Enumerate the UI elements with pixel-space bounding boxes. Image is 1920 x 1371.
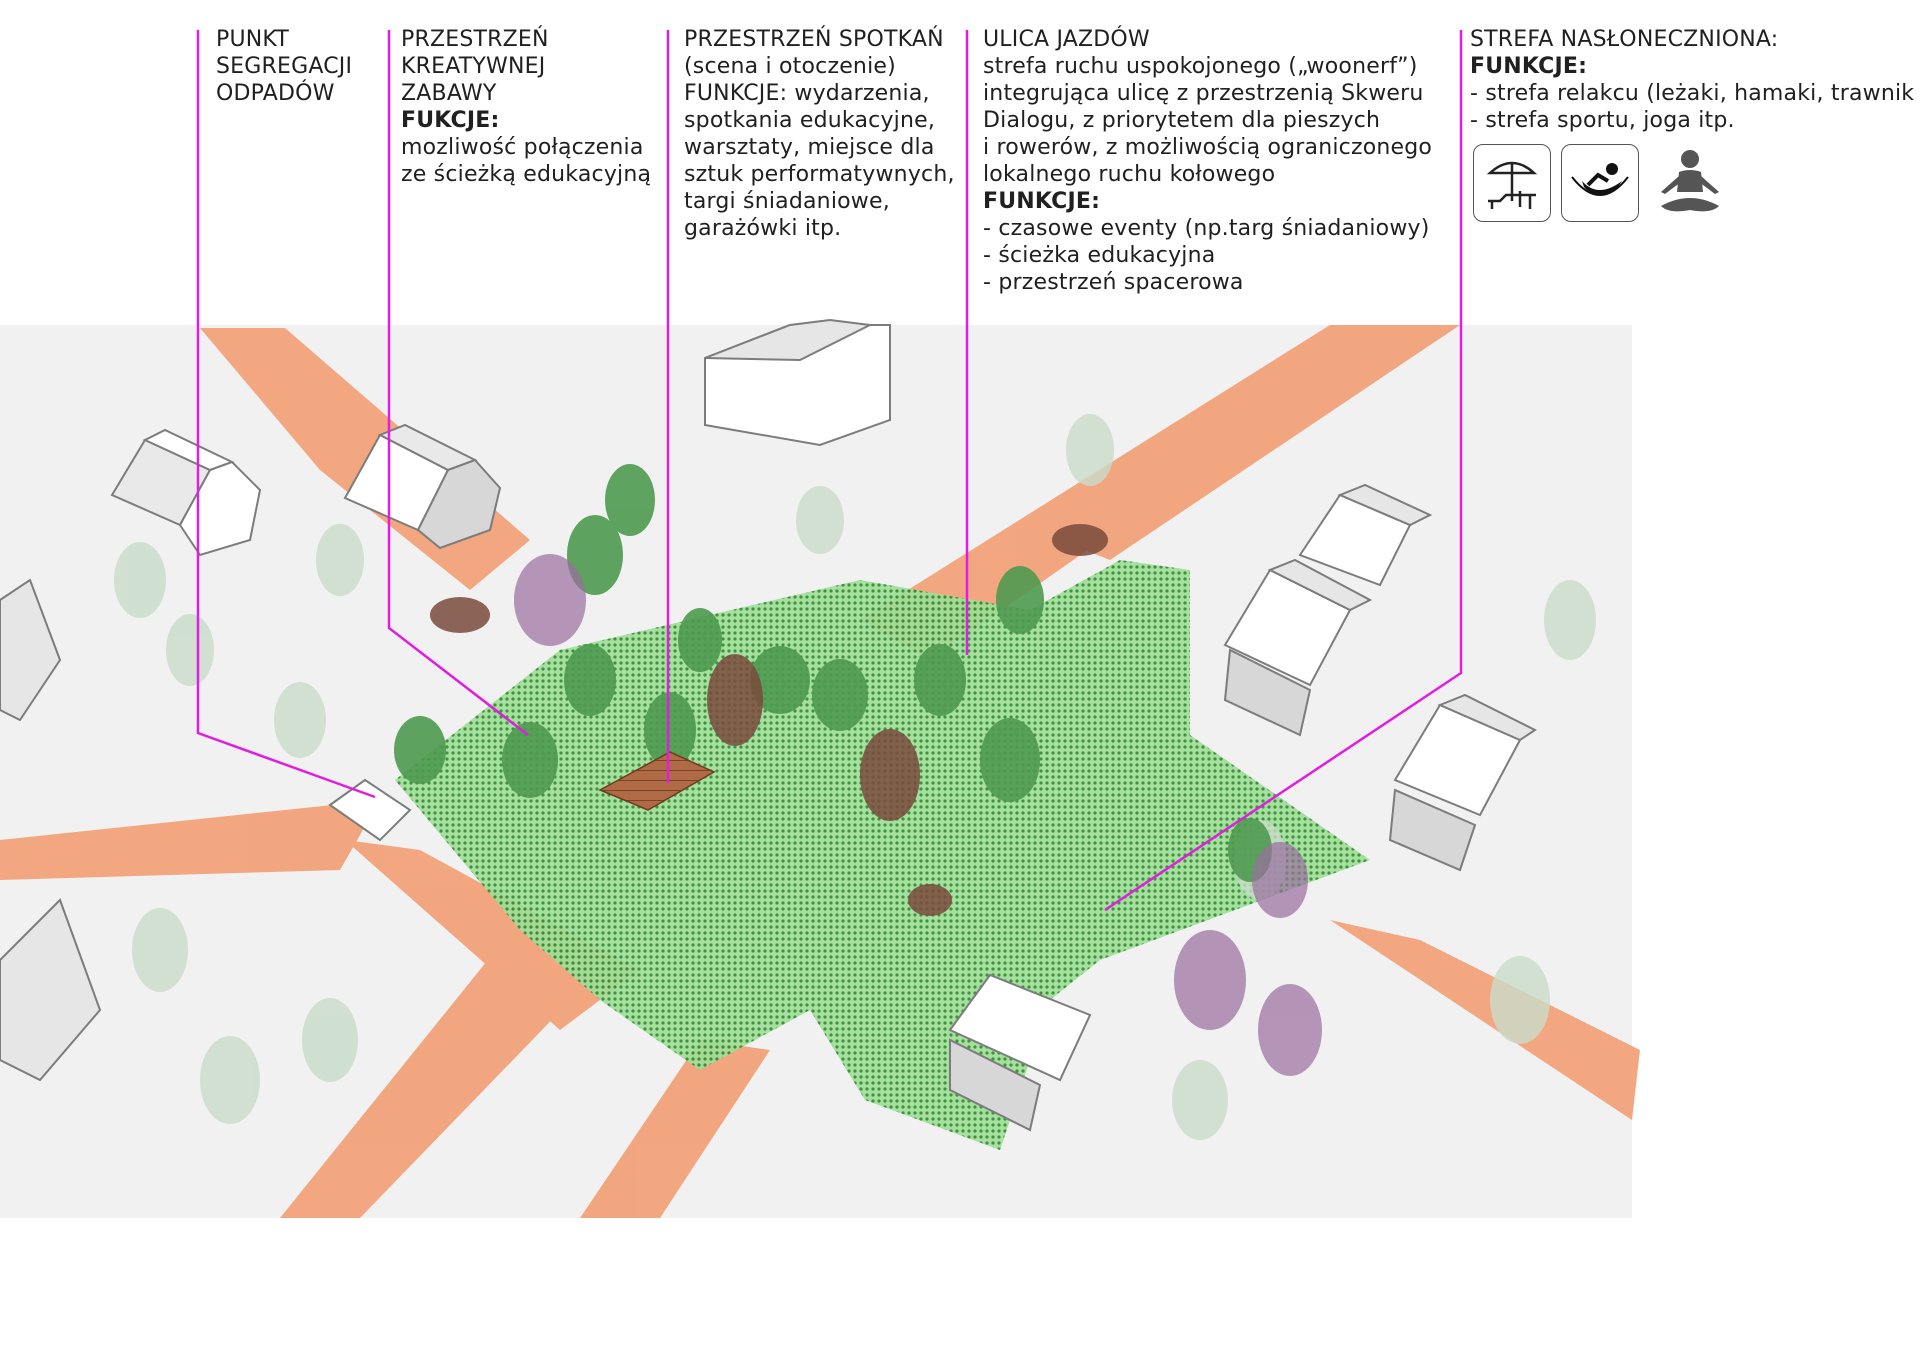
sunbed-umbrella-icon bbox=[1473, 144, 1551, 222]
yoga-icon bbox=[1649, 144, 1731, 222]
label-line: - strefa relakcu (leżaki, hamaki, trawni… bbox=[1470, 81, 1920, 106]
label-line: ODPADÓW bbox=[216, 81, 335, 106]
road-bottom-left bbox=[280, 920, 600, 1218]
road-network bbox=[0, 325, 1640, 1218]
green-zone bbox=[395, 560, 1370, 1150]
stage-deck bbox=[598, 751, 716, 811]
tree-pale bbox=[114, 414, 1596, 1140]
house-1 bbox=[110, 428, 262, 557]
label-line: - ścieżka edukacyjna bbox=[983, 243, 1216, 268]
tree-purple bbox=[514, 554, 1322, 1076]
label-line: ULICA JAZDÓW bbox=[983, 27, 1150, 52]
label-heading: FUNKCJE: bbox=[1470, 54, 1588, 79]
activity-icons bbox=[1473, 144, 1731, 222]
label-line: mozliwość połączenia bbox=[401, 135, 644, 160]
label-line: ZABAWY bbox=[401, 81, 497, 106]
label-creative-play: PRZESTRZEŃ KREATYWNEJ ZABAWY FUKCJE: moz… bbox=[401, 26, 651, 188]
label-line: ze ścieżką edukacyjną bbox=[401, 162, 652, 187]
label-meeting-space: PRZESTRZEŃ SPOTKAŃ (scena i otoczenie) F… bbox=[684, 26, 955, 242]
house-5 bbox=[1388, 693, 1537, 872]
label-sunny-zone: STREFA NASŁONECZNIONA: FUNKCJE: - strefa… bbox=[1470, 26, 1920, 134]
label-line: (scena i otoczenie) bbox=[684, 54, 896, 79]
house-8 bbox=[0, 578, 62, 722]
label-jazdow-street: ULICA JAZDÓW strefa ruchu uspokojonego (… bbox=[983, 26, 1432, 296]
house-6 bbox=[948, 973, 1092, 1132]
label-line: garażówki itp. bbox=[684, 216, 842, 241]
tree-brown bbox=[430, 524, 1108, 916]
label-heading: FUNKCJE: bbox=[983, 189, 1101, 214]
trees bbox=[114, 414, 1596, 1140]
road-lower-middle bbox=[580, 1040, 770, 1218]
leader-waste bbox=[196, 30, 376, 799]
label-line: - czasowe eventy (np.targ śniadaniowy) bbox=[983, 216, 1430, 241]
label-line: lokalnego ruchu kołowego bbox=[983, 162, 1276, 187]
label-line: FUNKCJE: wydarzenia, bbox=[684, 81, 930, 106]
label-line: i rowerów, z możliwością ograniczonego bbox=[983, 135, 1433, 160]
label-line: spotkania edukacyjne, bbox=[684, 108, 936, 133]
label-line: KREATYWNEJ bbox=[401, 54, 546, 79]
label-line: sztuk performatywnych, bbox=[684, 162, 955, 187]
label-line: strefa ruchu uspokojonego („woonerf”) bbox=[983, 54, 1418, 79]
house-tall bbox=[704, 318, 891, 447]
house-7 bbox=[0, 898, 102, 1082]
label-line: Dialogu, z priorytetem dla pieszych bbox=[983, 108, 1381, 133]
label-line: SEGREGACJI bbox=[216, 54, 353, 79]
label-line: - strefa sportu, joga itp. bbox=[1470, 108, 1735, 133]
leader-play bbox=[387, 30, 529, 736]
label-line: PRZESTRZEŃ SPOTKAŃ bbox=[684, 27, 944, 52]
label-line: integrująca ulicę z przestrzenią Skweru bbox=[983, 81, 1424, 106]
road-right bbox=[1330, 920, 1640, 1120]
label-line: STREFA NASŁONECZNIONA: bbox=[1470, 27, 1779, 52]
house-2 bbox=[343, 423, 502, 550]
tree-green bbox=[394, 464, 1272, 882]
house-3 bbox=[1298, 483, 1433, 587]
leader-sun bbox=[1104, 30, 1463, 912]
label-heading: FUKCJE: bbox=[401, 108, 500, 133]
label-line: targi śniadaniowe, bbox=[684, 189, 890, 214]
leader-lines bbox=[196, 30, 1463, 912]
houses bbox=[0, 318, 1537, 1132]
label-line: PUNKT bbox=[216, 27, 289, 52]
hammock-icon bbox=[1561, 144, 1639, 222]
label-line: - przestrzeń spacerowa bbox=[983, 270, 1244, 295]
label-waste-point: PUNKT SEGREGACJI ODPADÓW bbox=[216, 26, 352, 107]
label-line: PRZESTRZEŃ bbox=[401, 27, 549, 52]
road-left-lower bbox=[0, 800, 380, 880]
road-jazdow-right bbox=[1060, 325, 1460, 560]
house-4 bbox=[1223, 558, 1373, 737]
label-line: warsztaty, miejsce dla bbox=[684, 135, 935, 160]
